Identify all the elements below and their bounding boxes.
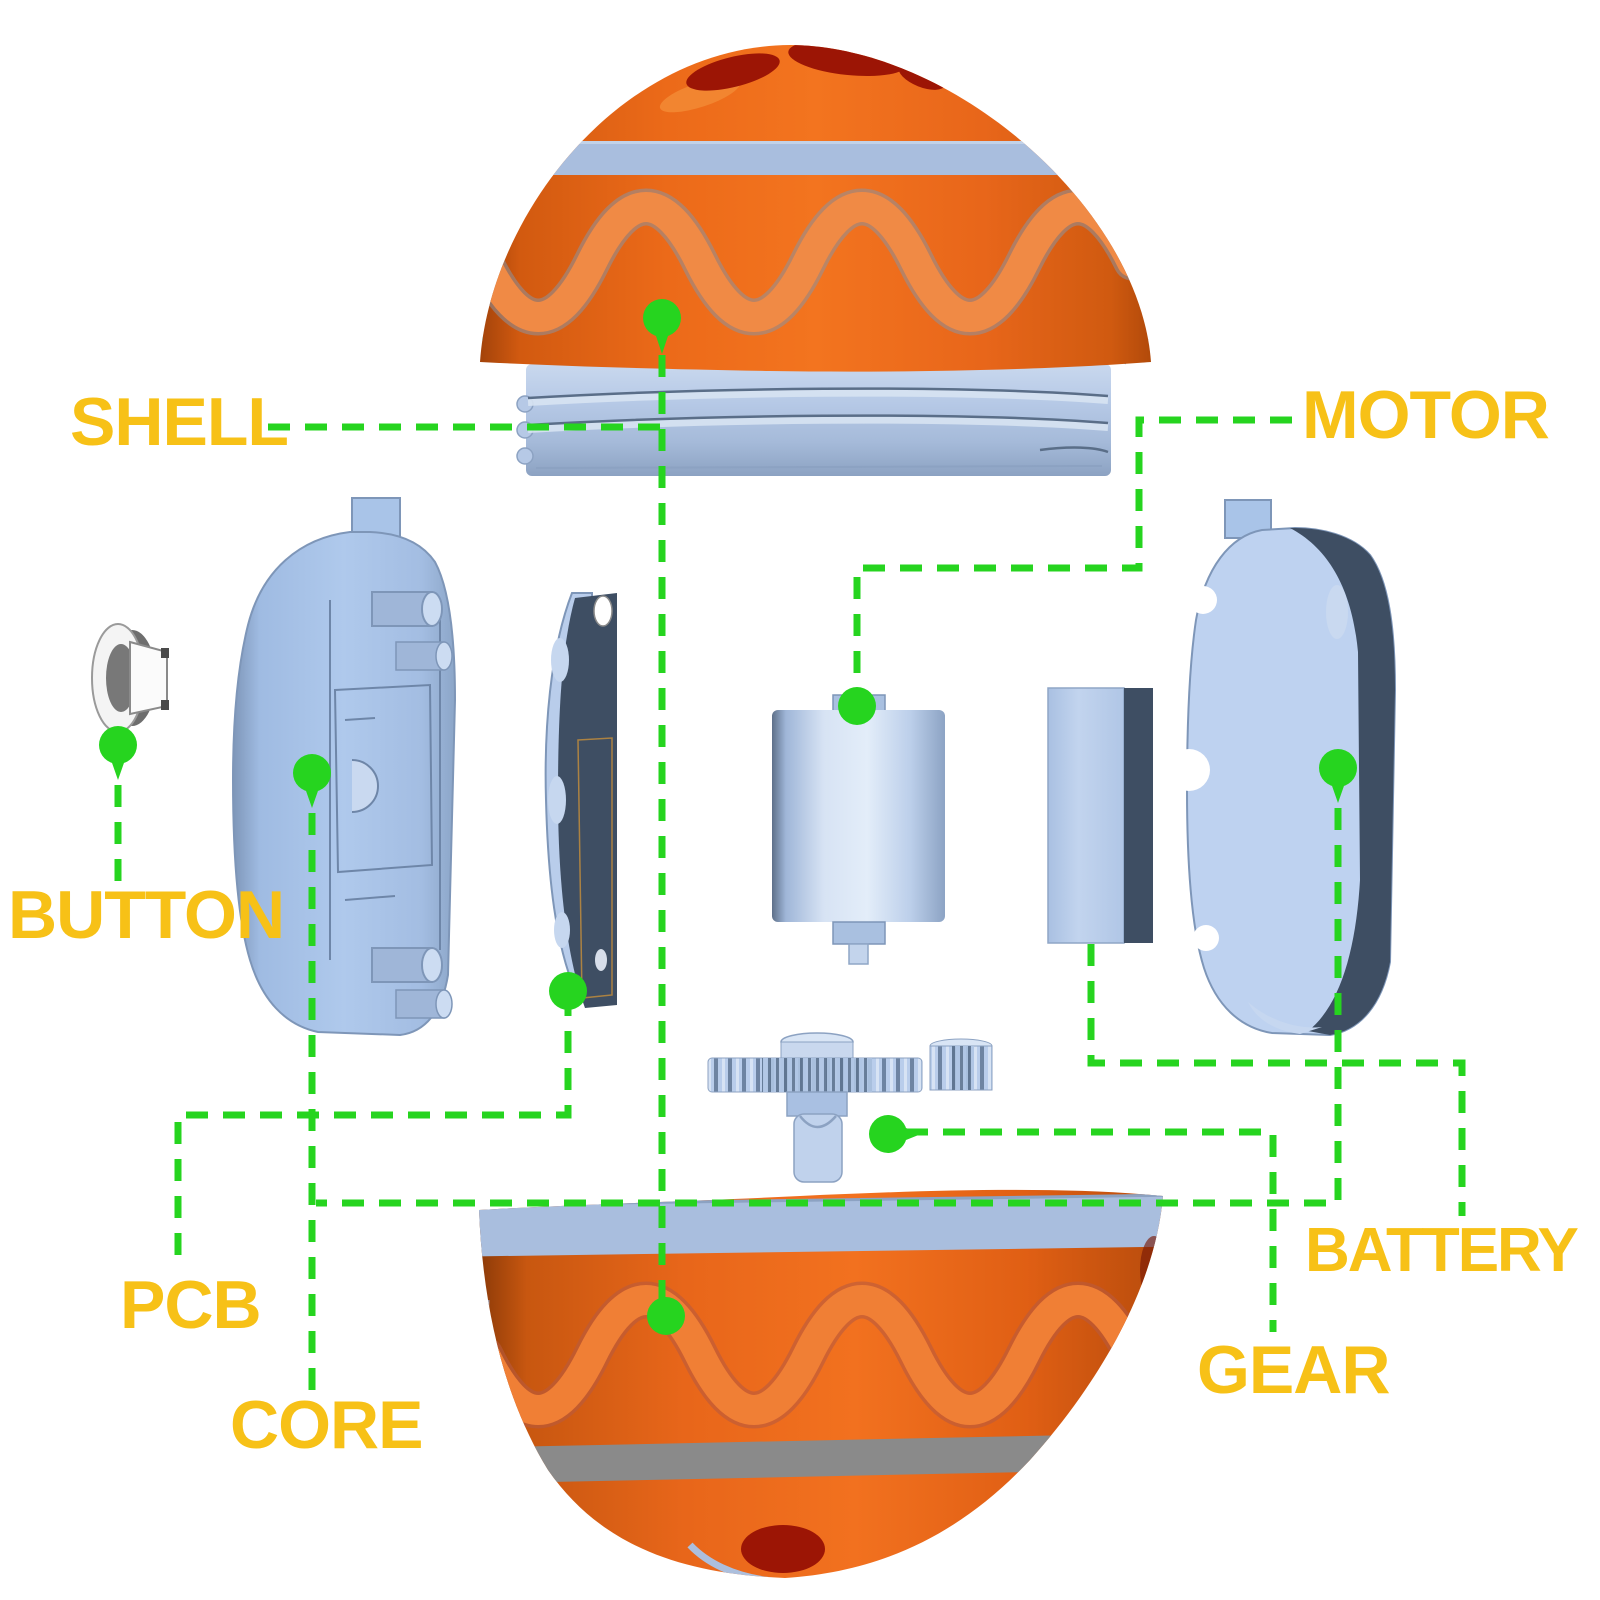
- label-motor: MOTOR: [1302, 377, 1550, 453]
- core-right-half: [1168, 499, 1397, 1037]
- label-battery: BATTERY: [1305, 1216, 1579, 1285]
- label-pcb: PCB: [120, 1267, 262, 1343]
- shell-bottom-half: [479, 1189, 1163, 1578]
- label-core: CORE: [230, 1387, 423, 1463]
- shell-top-half: [480, 45, 1151, 372]
- button-part: [91, 623, 169, 733]
- pcb-plate: [544, 592, 617, 1008]
- gear-part: [707, 1032, 993, 1183]
- label-button: BUTTON: [8, 877, 285, 953]
- motor-part: [772, 694, 945, 965]
- label-shell: SHELL: [70, 384, 289, 460]
- label-gear: GEAR: [1197, 1332, 1390, 1408]
- core-left-half: [231, 497, 457, 1037]
- battery-part: [1047, 687, 1153, 944]
